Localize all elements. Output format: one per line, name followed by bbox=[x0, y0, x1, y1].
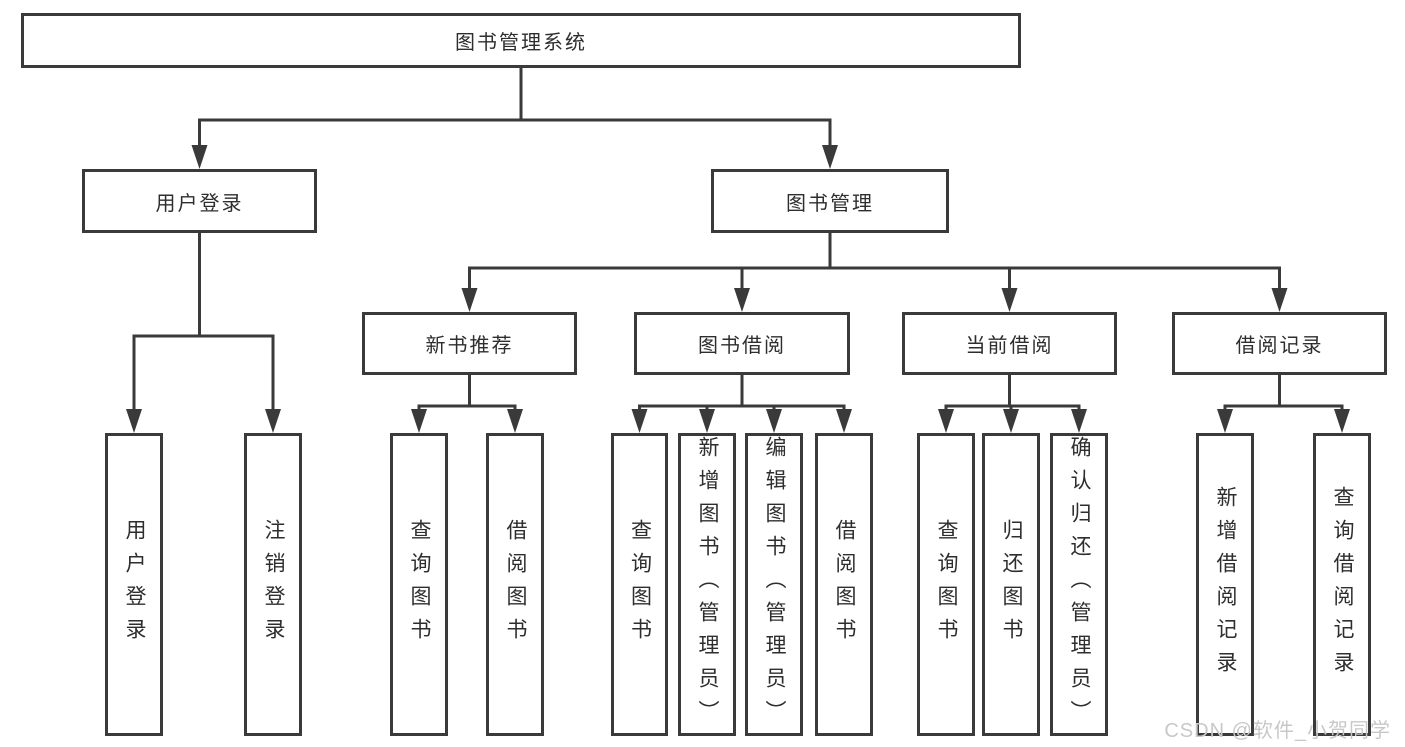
node-leaf-borrow-book-1: 借阅图书 bbox=[486, 433, 544, 736]
arrowhead-icon bbox=[766, 409, 782, 433]
node-label: 新增图书（管理员） bbox=[696, 436, 719, 733]
node-new-book-rec: 新书推荐 bbox=[362, 312, 577, 375]
node-label: 注销登录 bbox=[262, 518, 285, 651]
arrowhead-icon bbox=[191, 145, 208, 169]
node-leaf-query-book-2: 查询图书 bbox=[611, 433, 668, 736]
arrowhead-icon bbox=[734, 288, 750, 312]
node-label: 归还图书 bbox=[1000, 518, 1023, 651]
node-label: 新书推荐 bbox=[425, 335, 514, 357]
arrowhead-icon bbox=[836, 409, 852, 433]
node-label: 当前借阅 bbox=[965, 335, 1054, 357]
node-label: 查询图书 bbox=[628, 518, 652, 651]
arrowhead-icon bbox=[1071, 409, 1087, 433]
node-leaf-borrow-book-2: 借阅图书 bbox=[815, 433, 873, 736]
node-label: 借阅图书 bbox=[833, 518, 856, 651]
arrowhead-icon bbox=[1217, 409, 1233, 433]
node-label: 查询图书 bbox=[408, 518, 431, 651]
node-label: 用户登录 bbox=[155, 192, 244, 215]
arrowhead-icon bbox=[1003, 409, 1019, 433]
node-label: 新增借阅记录 bbox=[1214, 485, 1237, 684]
node-leaf-edit-book: 编辑图书（管理员） bbox=[745, 433, 803, 736]
node-current-borrow: 当前借阅 bbox=[902, 312, 1117, 375]
arrowhead-icon bbox=[411, 409, 427, 433]
arrowhead-icon bbox=[631, 409, 648, 433]
node-root: 图书管理系统 bbox=[21, 13, 1021, 68]
arrowhead-icon bbox=[461, 288, 478, 312]
node-label: 图书借阅 bbox=[698, 335, 786, 357]
node-book-mgmt: 图书管理 bbox=[711, 169, 949, 233]
node-leaf-query-book-1: 查询图书 bbox=[390, 433, 448, 736]
node-label: 图书管理 bbox=[786, 192, 874, 215]
arrowhead-icon bbox=[1001, 288, 1018, 312]
arrowhead-icon bbox=[938, 409, 954, 433]
node-label: 借阅图书 bbox=[504, 518, 527, 651]
node-leaf-return-book: 归还图书 bbox=[982, 433, 1040, 736]
arrowhead-icon bbox=[1271, 288, 1288, 312]
node-label: 借阅记录 bbox=[1235, 335, 1324, 357]
node-label: 用户登录 bbox=[123, 518, 146, 651]
node-leaf-query-record: 查询借阅记录 bbox=[1313, 433, 1371, 736]
arrowhead-icon bbox=[126, 409, 142, 433]
node-user-login: 用户登录 bbox=[82, 169, 317, 233]
node-leaf-query-book-3: 查询图书 bbox=[917, 433, 975, 736]
arrowhead-icon bbox=[822, 145, 838, 169]
node-leaf-logout: 注销登录 bbox=[244, 433, 302, 736]
arrowhead-icon bbox=[507, 409, 523, 433]
node-borrow-records: 借阅记录 bbox=[1172, 312, 1387, 375]
node-label: 图书管理系统 bbox=[455, 32, 587, 54]
arrowhead-icon bbox=[699, 409, 715, 433]
node-book-borrow: 图书借阅 bbox=[634, 312, 850, 375]
node-label: 查询借阅记录 bbox=[1331, 485, 1354, 684]
node-leaf-add-book: 新增图书（管理员） bbox=[678, 433, 736, 736]
arrowhead-icon bbox=[265, 409, 281, 433]
arrowhead-icon bbox=[1334, 409, 1350, 433]
node-leaf-add-record: 新增借阅记录 bbox=[1196, 433, 1254, 736]
node-label: 确认归还（管理员） bbox=[1068, 436, 1091, 733]
node-label: 查询图书 bbox=[935, 518, 958, 651]
node-label: 编辑图书（管理员） bbox=[763, 436, 786, 733]
watermark: CSDN @软件_小贺同学 bbox=[1164, 720, 1391, 742]
node-leaf-user-login: 用户登录 bbox=[105, 433, 163, 736]
node-leaf-confirm-return: 确认归还（管理员） bbox=[1050, 433, 1108, 736]
